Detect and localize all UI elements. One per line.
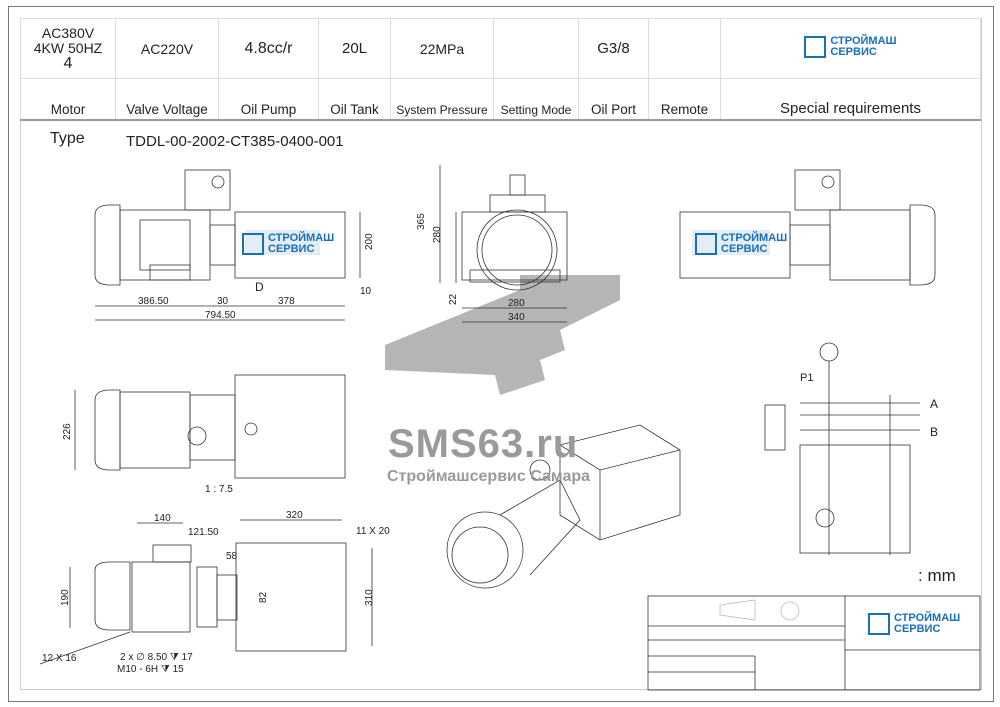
type-label: Type [50,130,85,147]
dim-11x20: 11 X 20 [356,526,390,537]
dim-794-50: 794.50 [205,310,236,321]
header-setting-mode: Setting Mode [493,78,579,121]
header-motor: Motor [20,78,116,121]
dim-200: 200 [364,233,375,250]
logo-mark-icon [804,36,827,58]
dim-82: 82 [258,591,269,603]
side-view: 365 280 22 280 340 [416,165,568,323]
hole-callout: 2 x ∅ 8.50 ⧩ 17 [120,652,193,663]
top-view: 226 1 : 7.5 [62,374,346,495]
dim-320: 320 [286,510,303,521]
oil-pump-value: 4.8cc/r [218,18,319,79]
scale-label: 1 : 7.5 [205,484,233,495]
watermark-subtitle: Строймашсервис Самара [387,468,591,485]
dim-190: 190 [60,589,71,606]
dim-30: 30 [217,296,229,307]
dim-58: 58 [226,551,238,562]
header-oil-pump: Oil Pump [218,78,319,121]
title-block [647,595,981,691]
dim-340: 340 [508,312,525,323]
rear-view [679,169,936,286]
label-p1: P1 [800,372,813,384]
hydraulic-schematic: P1 A B [764,342,938,555]
dim-386-50: 386.50 [138,296,169,307]
isometric-view [446,424,681,589]
oil-port-value: G3/8 [578,18,649,79]
watermark-shape [385,275,620,395]
system-pressure-value: 22MPa [390,18,494,79]
dim-10: 10 [360,286,372,297]
watermark-title: SMS63.ru [388,422,579,466]
dim-378: 378 [278,296,295,307]
remote-value [648,18,721,79]
header-valve-voltage: Valve Voltage [115,78,219,121]
header-oil-port: Oil Port [578,78,649,121]
label-d: D [255,280,264,294]
header-system-pressure: System Pressure [390,78,494,121]
header-remote: Remote [648,78,721,121]
header-oil-tank: Oil Tank [318,78,391,121]
dim-310: 310 [364,589,375,606]
dim-12x16: 12 X 16 [42,653,77,664]
dim-280-v: 280 [432,226,443,243]
type-value: TDDL-00-2002-CT385-0400-001 [126,133,344,150]
dim-365: 365 [416,213,427,230]
outer-frame [8,6,994,702]
logo-mark-icon [695,233,717,255]
label-b: B [930,425,938,439]
units-label: : mm [918,566,956,585]
logo-mark-icon [868,613,890,635]
oil-tank-value: 20L [318,18,391,79]
header-special-requirements: Special requirements [720,78,981,121]
setting-mode-value [493,18,579,79]
dim-226: 226 [62,423,73,440]
dim-140: 140 [154,513,171,524]
dim-121-50: 121.50 [188,527,219,538]
dim-22: 22 [448,293,459,305]
bottom-view: 140 121.50 58 320 11 X 20 82 310 190 12 … [39,510,390,675]
dim-280-h: 280 [508,298,525,309]
label-a: A [930,397,938,411]
thread-callout: M10 - 6H ⧩ 15 [117,664,184,675]
logo-mark-icon [242,233,264,255]
